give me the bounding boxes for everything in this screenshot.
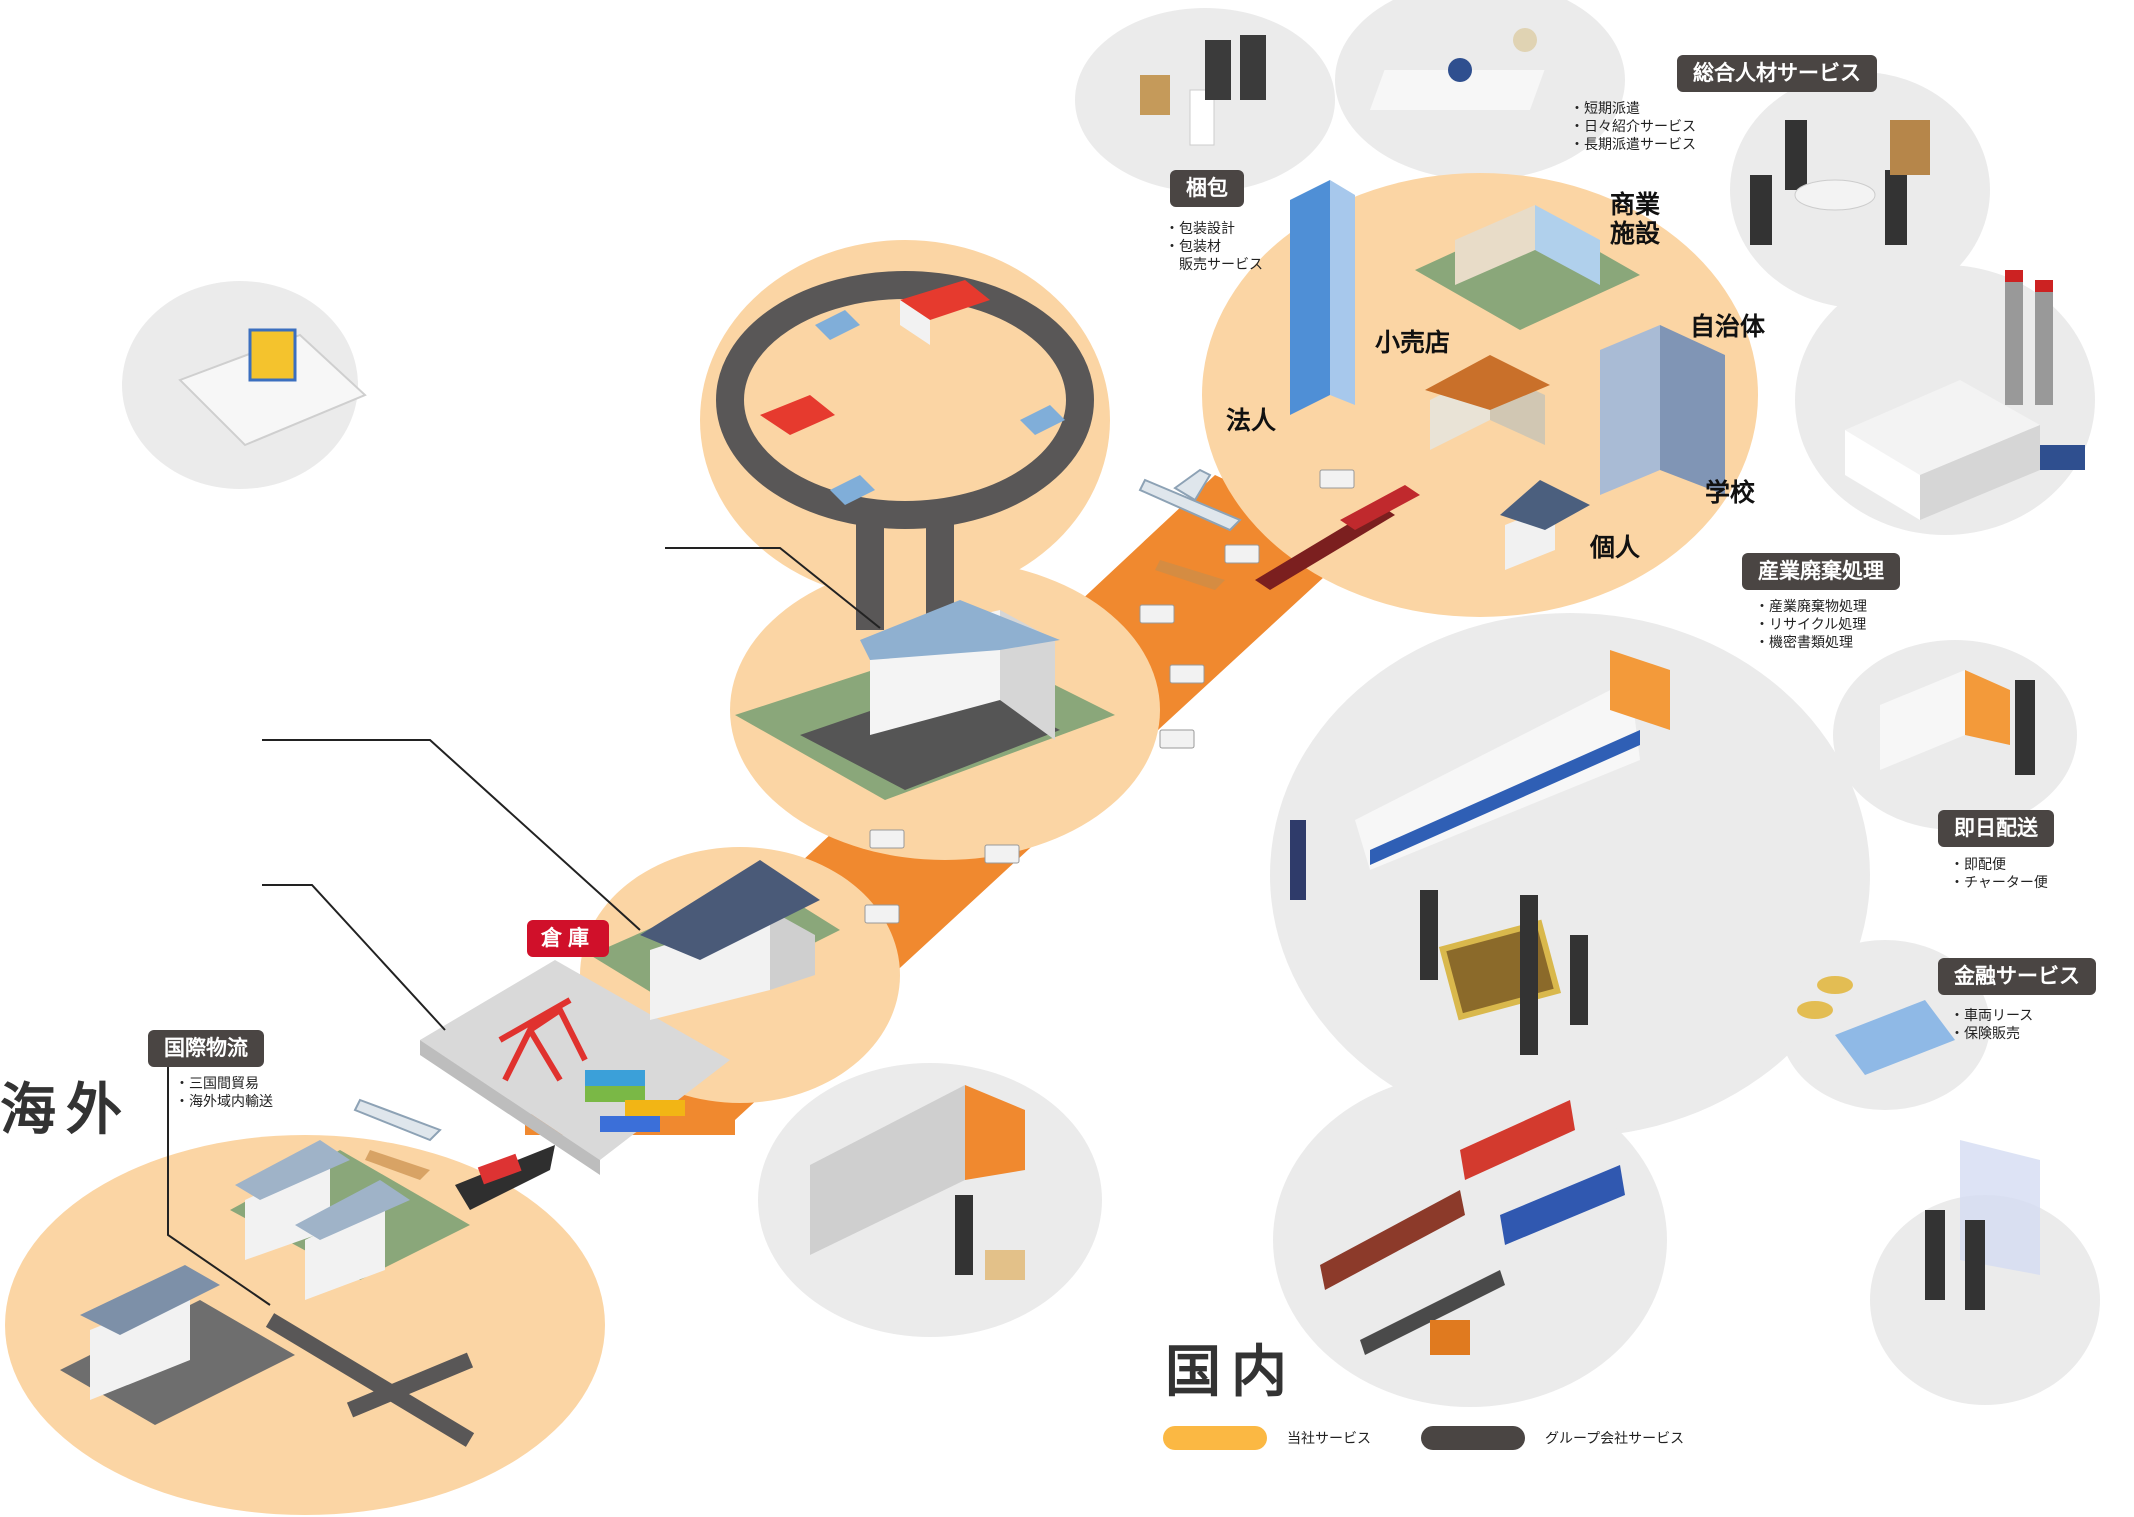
sameday-list: ・即配便 ・チャーター便 xyxy=(1950,856,2048,892)
list-item: ・産業廃棄物処理 xyxy=(1755,599,1867,615)
overseas-facilities xyxy=(60,1140,475,1447)
list-item: ・保険販売 xyxy=(1950,1026,2020,1042)
list-item: ・三国間貿易 xyxy=(175,1076,259,1092)
packing-list: ・包装設計 ・包装材 販売サービス xyxy=(1165,220,1263,274)
list-item: ・日々紹介サービス xyxy=(1570,119,1696,135)
freight-train xyxy=(1255,485,1420,590)
waste-list: ・産業廃棄物処理 ・リサイクル処理 ・機密書類処理 xyxy=(1755,598,1867,652)
planes xyxy=(353,468,1242,1142)
shopping-cart-icon xyxy=(248,328,297,382)
legend-own-service: 当社サービス xyxy=(1163,1426,1371,1450)
list-item: ・リサイクル処理 xyxy=(1755,617,1867,633)
legend: 当社サービス グループ会社サービス xyxy=(1163,1426,1684,1450)
legend-group-swatch xyxy=(1421,1426,1525,1450)
list-item: ・短期派遣 xyxy=(1570,101,1640,117)
band-trucks xyxy=(864,469,1355,924)
packing-tag: 梱包 xyxy=(1170,170,1244,208)
consult-screen-icon xyxy=(1925,1140,2040,1310)
warehouse-tag: 倉庫 xyxy=(527,920,609,958)
staffing-tag: 総合人材サービス xyxy=(1677,55,1877,93)
list-item: ・チャーター便 xyxy=(1950,875,2048,891)
customer-commercial: 商業 施設 xyxy=(1610,190,1661,248)
art-transport-circle xyxy=(1270,613,1870,1137)
sameday-tag: 即日配送 xyxy=(1938,810,2054,848)
packing-icon xyxy=(1140,75,1170,115)
bullet-train-icon xyxy=(1290,650,1670,1055)
storage-warehouse xyxy=(590,860,840,1020)
truck-icon xyxy=(810,1085,1025,1280)
port-crane xyxy=(498,997,588,1082)
leader-lines xyxy=(167,547,881,1306)
waste-tag: 産業廃棄処理 xyxy=(1742,553,1900,591)
customer-corporate: 法人 xyxy=(1226,406,1277,435)
customer-retail: 小売店 xyxy=(1375,328,1451,357)
region-overseas: 海外 xyxy=(0,1078,132,1143)
legend-group-label: グループ会社サービス xyxy=(1545,1431,1685,1447)
factory-loop-zone xyxy=(700,240,1110,600)
list-item: ・機密書類処理 xyxy=(1755,635,1853,651)
list-item: ・即配便 xyxy=(1950,857,2006,873)
vignettes xyxy=(178,28,2085,1355)
customer-individual: 個人 xyxy=(1590,533,1641,562)
delivery-truck-icon xyxy=(1880,670,2035,775)
list-item: ・車両リース xyxy=(1950,1008,2034,1024)
list-item: ・包装設計 xyxy=(1165,221,1235,237)
customer-municipal: 自治体 xyxy=(1690,312,1766,341)
factory-icon xyxy=(1845,270,2085,520)
legend-own-label: 当社サービス xyxy=(1287,1431,1371,1447)
list-item: ・包装材 xyxy=(1165,239,1221,255)
list-item: ・長期派遣サービス xyxy=(1570,137,1696,153)
intl-logistics-list: ・三国間貿易 ・海外域内輸送 xyxy=(175,1075,273,1111)
staffing-list: ・短期派遣 ・日々紹介サービス ・長期派遣サービス xyxy=(1570,100,1696,154)
staff-icon xyxy=(1750,120,1930,245)
legend-own-swatch xyxy=(1163,1426,1267,1450)
finance-list: ・車両リース ・保険販売 xyxy=(1950,1007,2033,1043)
list-item: 販売サービス xyxy=(1165,257,1263,273)
plane-shadows xyxy=(365,560,1225,1180)
rail-icon xyxy=(1320,1100,1625,1355)
finance-tag: 金融サービス xyxy=(1938,958,2096,996)
factory-loop-buildings xyxy=(760,280,1065,505)
customer-school: 学校 xyxy=(1705,478,1756,507)
cargo-ship xyxy=(455,1145,555,1210)
hub-warehouse xyxy=(735,600,1115,800)
intl-logistics-tag: 国際物流 xyxy=(148,1030,264,1068)
containers xyxy=(585,1070,685,1132)
credit-card-icon xyxy=(1797,976,1955,1075)
list-item: ・海外域内輸送 xyxy=(175,1094,273,1110)
rail-circle xyxy=(1273,1073,1667,1407)
office-table-icon xyxy=(1369,70,1545,110)
legend-group-service: グループ会社サービス xyxy=(1421,1426,1684,1450)
customer-buildings xyxy=(1290,180,1725,570)
region-domestic: 国内 xyxy=(1165,1340,1297,1405)
